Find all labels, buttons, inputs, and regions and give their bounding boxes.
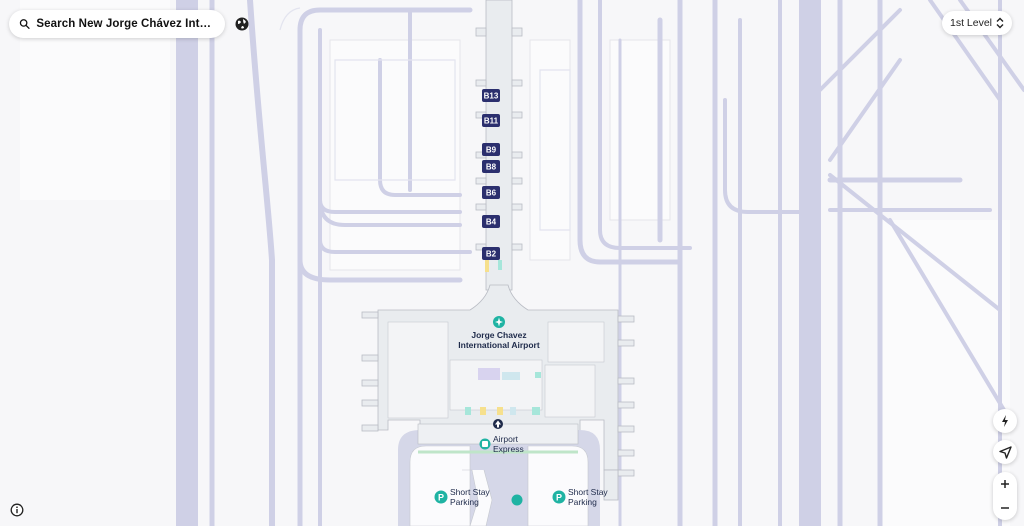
minus-icon: [1001, 507, 1009, 509]
gate-b8[interactable]: B8: [486, 163, 497, 172]
airport-express-poi[interactable]: Airport Express: [479, 434, 524, 454]
compass-icon: [1002, 415, 1008, 427]
gate-b11[interactable]: B11: [484, 117, 499, 126]
parking-left-line1: Short Stay: [450, 487, 490, 497]
info-icon[interactable]: [10, 503, 24, 517]
globe-icon[interactable]: [233, 15, 251, 33]
zoom-controls: [993, 472, 1017, 520]
gate-b9[interactable]: B9: [486, 146, 497, 155]
level-label: 1st Level: [949, 17, 993, 29]
zoom-out-button[interactable]: [993, 496, 1017, 520]
compass-button[interactable]: [993, 409, 1017, 433]
zoom-in-button[interactable]: [993, 472, 1017, 496]
airport-name-line1: Jorge Chavez: [471, 330, 526, 340]
gate-b13[interactable]: B13: [484, 92, 499, 101]
level-selector[interactable]: 1st Level: [942, 11, 1012, 35]
parking-icon: [434, 490, 448, 504]
express-line2: Express: [493, 444, 524, 454]
shuttle-icon: [511, 494, 523, 506]
express-line1: Airport: [493, 434, 519, 444]
plus-icon: [1001, 480, 1009, 488]
location-arrow-icon: [998, 445, 1012, 459]
gate-b2[interactable]: B2: [486, 250, 497, 259]
gate-b6[interactable]: B6: [486, 189, 497, 198]
gate-b4[interactable]: B4: [486, 218, 497, 227]
parking-right-line1: Short Stay: [568, 487, 608, 497]
parking-right-line2: Parking: [568, 497, 597, 507]
search-icon: [19, 19, 30, 29]
search-input[interactable]: Search New Jorge Chávez Internation...: [36, 18, 215, 30]
parking-left-line2: Parking: [450, 497, 479, 507]
parking-icon: [552, 490, 566, 504]
svg-text:P: P: [438, 493, 444, 503]
search-bar[interactable]: Search New Jorge Chávez Internation...: [9, 10, 225, 38]
chevron-up-down-icon: [996, 17, 1004, 29]
svg-text:P: P: [556, 493, 562, 503]
locate-button[interactable]: [993, 440, 1017, 464]
parking-left-poi[interactable]: P Short Stay Parking: [434, 487, 491, 507]
airport-poi[interactable]: Jorge Chavez International Airport: [458, 316, 540, 350]
airport-name-line2: International Airport: [458, 340, 540, 350]
parking-right-poi[interactable]: P Short Stay Parking: [552, 487, 609, 507]
